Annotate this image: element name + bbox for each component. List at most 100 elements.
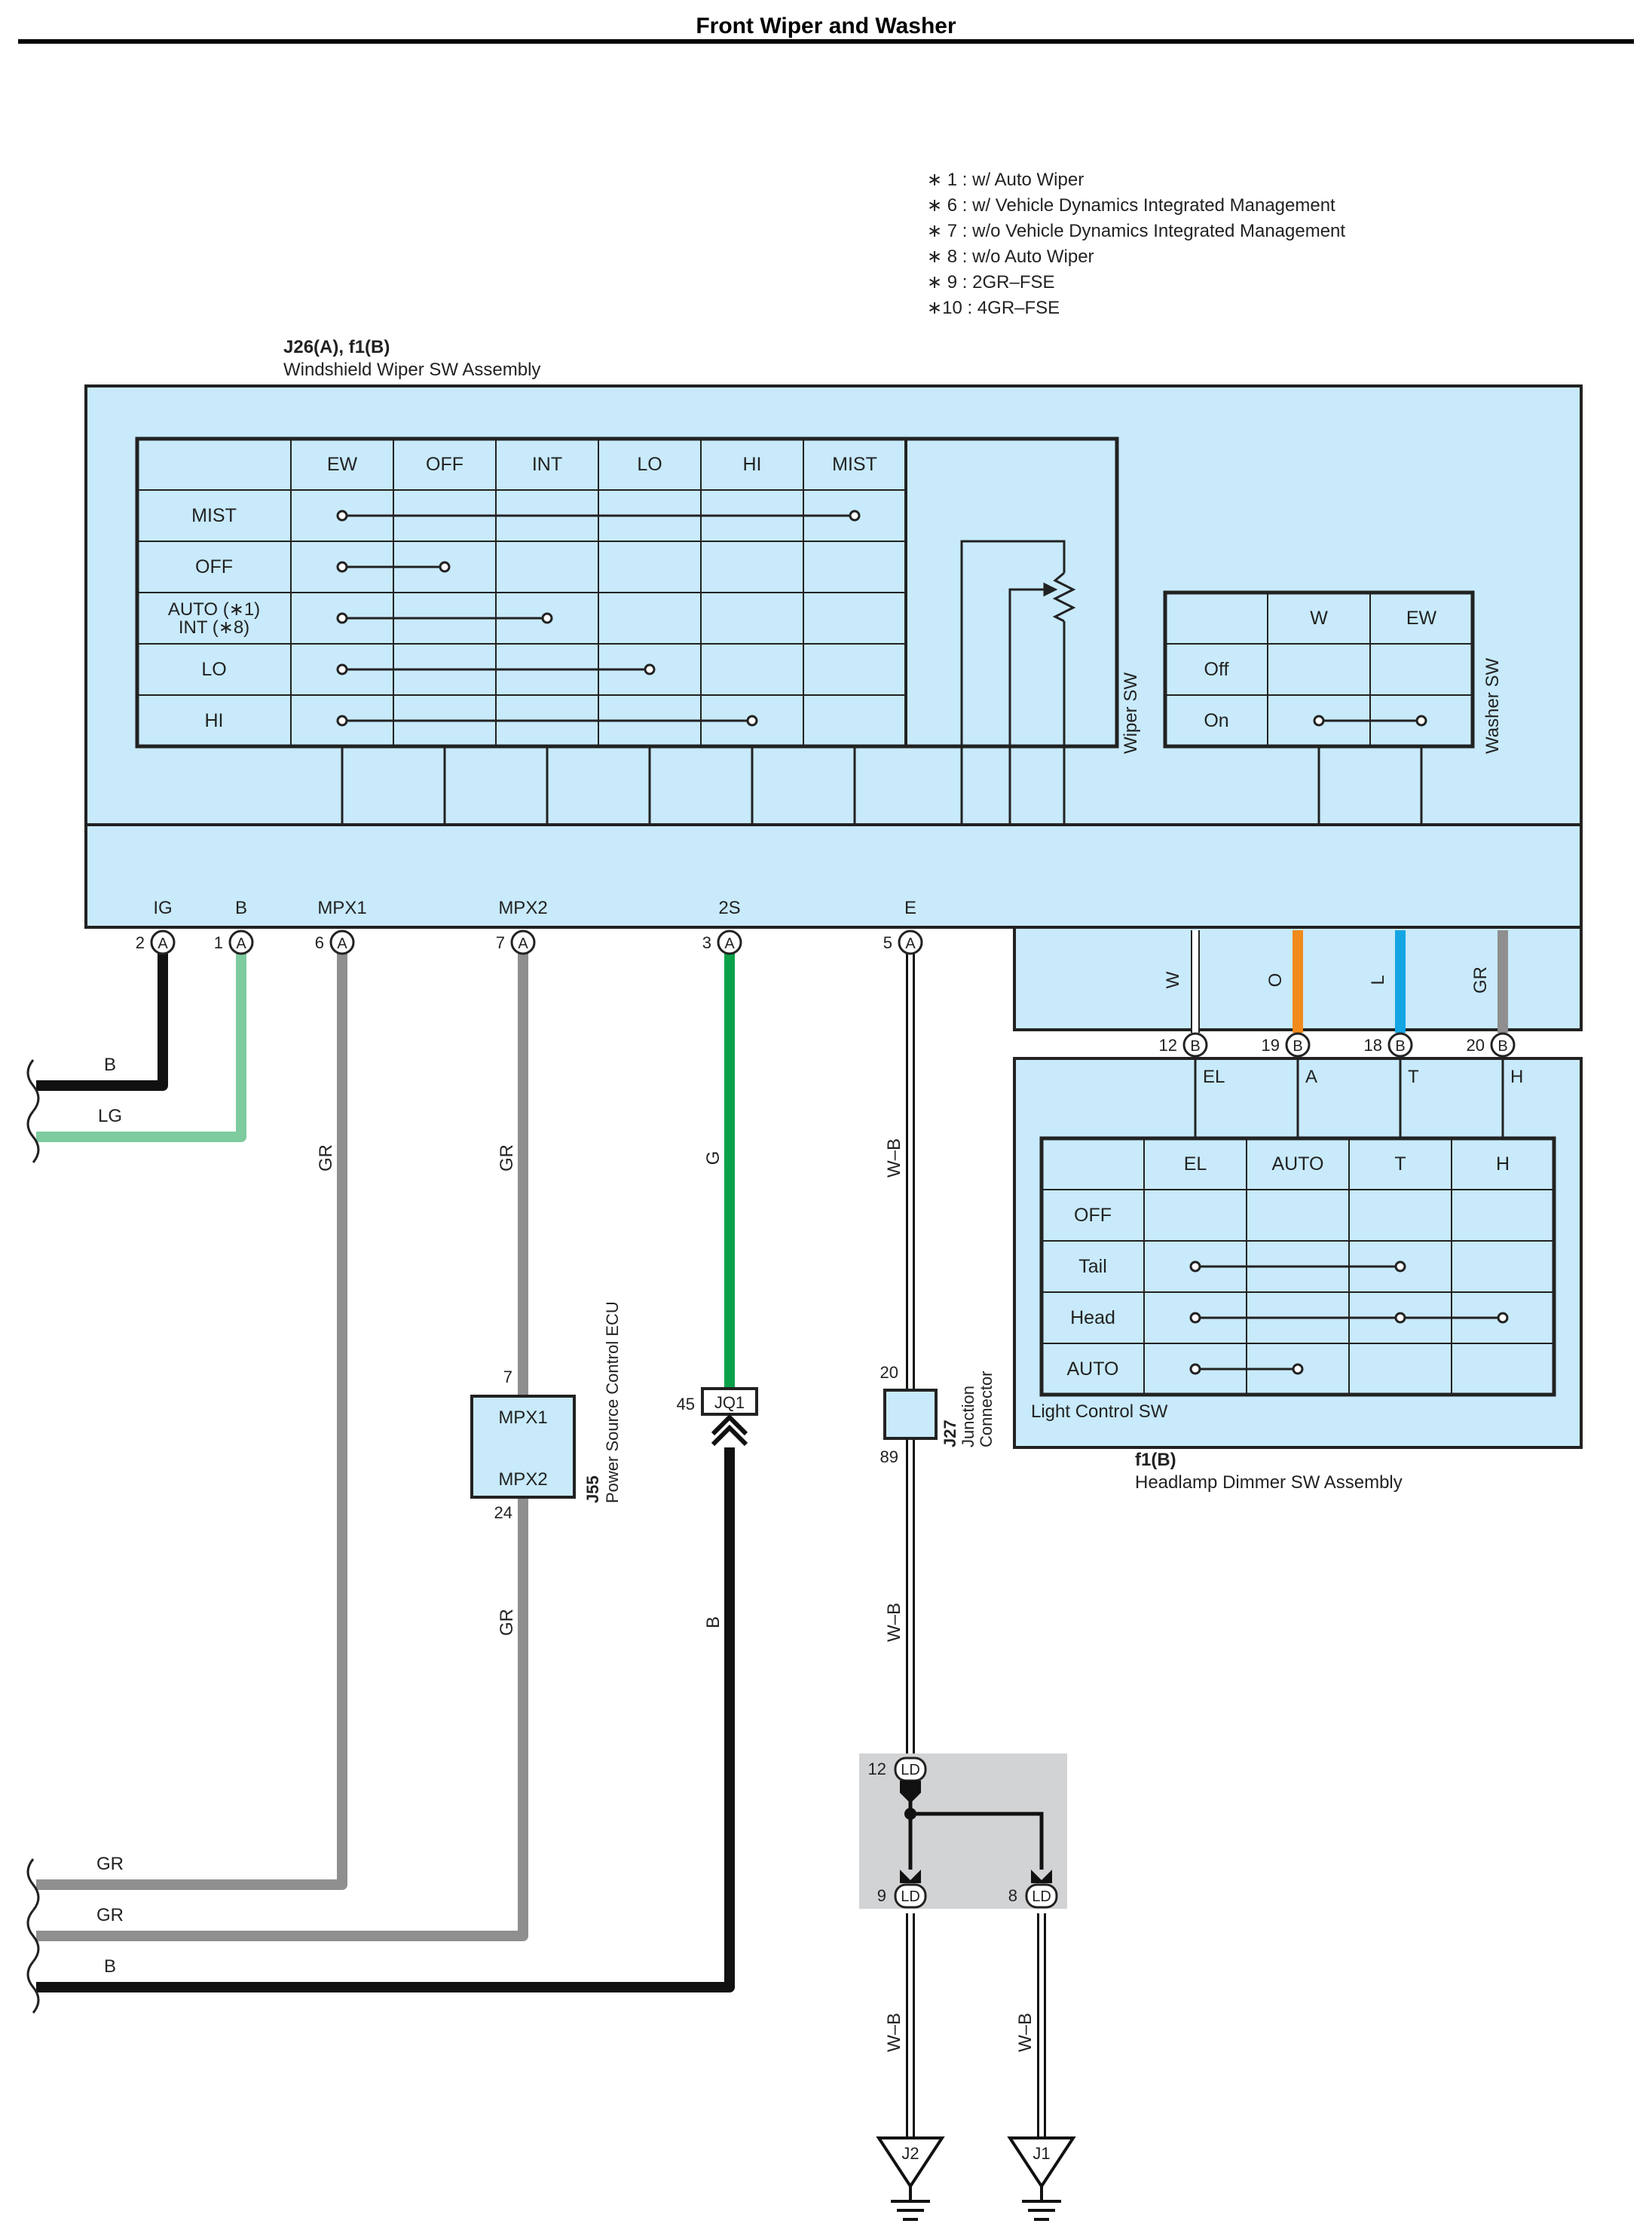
headlamp-connectors: B 12 B 19 B 18 B 20 bbox=[1159, 1032, 1516, 1058]
svg-text:7: 7 bbox=[496, 933, 505, 952]
ld-pin: 8 bbox=[1008, 1886, 1017, 1905]
light-row-header: OFF bbox=[1074, 1205, 1112, 1226]
terminal-name: E bbox=[904, 898, 916, 918]
wire-label: GR bbox=[1470, 966, 1491, 994]
j27-name: Junction bbox=[959, 1386, 977, 1447]
j27-pin: 20 bbox=[880, 1363, 898, 1382]
svg-text:1: 1 bbox=[214, 933, 223, 952]
ground-j2: J2 bbox=[876, 2136, 945, 2221]
wire-b bbox=[36, 953, 246, 1142]
connector-pin: B 12 bbox=[1159, 1032, 1208, 1058]
wiper-col-header: EW bbox=[327, 454, 358, 475]
wiper-col-header: LO bbox=[637, 454, 662, 475]
wiper-sw-label: Wiper SW bbox=[1121, 672, 1141, 754]
j27-code: J27 bbox=[941, 1420, 959, 1447]
terminal-name: MPX1 bbox=[317, 898, 366, 918]
headlamp-pin-names: EL A T H bbox=[1194, 1058, 1523, 1138]
pin-name: H bbox=[1510, 1067, 1523, 1087]
washer-sw-label: Washer SW bbox=[1482, 658, 1503, 754]
light-col-header: H bbox=[1496, 1153, 1510, 1175]
note-item: ∗ 1 : w/ Auto Wiper bbox=[927, 170, 1084, 190]
wiper-row-header: LO bbox=[201, 659, 226, 680]
light-control-sw-label: Light Control SW bbox=[1031, 1401, 1168, 1422]
svg-text:20: 20 bbox=[1467, 1036, 1485, 1055]
jq1-connector: JQ1 45 bbox=[677, 1387, 758, 1447]
wire-mpx2-lower bbox=[36, 1497, 528, 1941]
wire-mpx1 bbox=[36, 953, 347, 1890]
wiper-sw-leads bbox=[341, 746, 856, 825]
light-col-header: AUTO bbox=[1272, 1153, 1324, 1175]
wire-label: O bbox=[1265, 973, 1286, 988]
svg-text:B: B bbox=[1190, 1038, 1200, 1055]
wire-label: B bbox=[104, 1055, 116, 1075]
connector-pin: A 2 bbox=[136, 930, 176, 955]
wire-label: W–B bbox=[884, 2013, 904, 2052]
ecu-code: J55 bbox=[583, 1475, 602, 1503]
connector-pin: A 5 bbox=[883, 930, 923, 955]
connector-pin: A 7 bbox=[496, 930, 536, 955]
ground-j1: J1 bbox=[1007, 2136, 1076, 2221]
wiper-col-header: OFF bbox=[426, 454, 463, 475]
light-col-header: EL bbox=[1184, 1153, 1207, 1175]
page-title: Front Wiper and Washer bbox=[696, 14, 956, 38]
terminal-name: MPX2 bbox=[498, 898, 547, 918]
ecu-pin-number: 24 bbox=[494, 1503, 512, 1522]
wire-label: GR bbox=[316, 1144, 336, 1172]
ld-label: LD bbox=[901, 1762, 920, 1778]
headlamp-assembly-name: Headlamp Dimmer SW Assembly bbox=[1135, 1472, 1403, 1493]
svg-text:A: A bbox=[337, 936, 347, 952]
light-control-sw-table: EL AUTO T H OFF Tail Head AUTO bbox=[1039, 1136, 1556, 1397]
jq1-pin: 45 bbox=[677, 1395, 695, 1414]
wire-label: L bbox=[1368, 975, 1388, 985]
ground-label: J2 bbox=[901, 2144, 919, 2163]
wire-label: GR bbox=[96, 1854, 124, 1874]
svg-text:2: 2 bbox=[136, 933, 145, 952]
headlamp-assembly-code: f1(B) bbox=[1135, 1450, 1176, 1470]
light-row-header: AUTO bbox=[1067, 1358, 1119, 1380]
terminal-name: B bbox=[235, 898, 247, 918]
svg-text:B: B bbox=[1395, 1038, 1405, 1055]
ld-label: LD bbox=[1032, 1888, 1051, 1905]
svg-text:A: A bbox=[518, 936, 528, 952]
wire-label: G bbox=[703, 1151, 724, 1165]
headlamp-wire-labels: W O L GR bbox=[1163, 966, 1491, 994]
note-item: ∗ 9 : 2GR–FSE bbox=[927, 272, 1055, 293]
wire-label: W–B bbox=[1015, 2013, 1036, 2052]
svg-text:B: B bbox=[1293, 1038, 1302, 1055]
wiper-row-header: MIST bbox=[191, 505, 237, 526]
washer-row-header: Off bbox=[1204, 659, 1229, 680]
wiper-row-header: INT (∗8) bbox=[179, 617, 249, 638]
wire-ig bbox=[36, 953, 168, 1091]
wiper-col-header: INT bbox=[532, 454, 562, 475]
light-row-header: Head bbox=[1070, 1307, 1115, 1328]
washer-col-header: EW bbox=[1406, 608, 1437, 629]
ecu-name: Power Source Control ECU bbox=[603, 1301, 622, 1503]
ld-label: LD bbox=[901, 1888, 920, 1905]
power-source-ecu: MPX1 MPX2 7 24 J55 Power Source Control … bbox=[470, 1301, 622, 1522]
wire-label: W–B bbox=[884, 1138, 904, 1178]
ground-label: J1 bbox=[1032, 2144, 1050, 2163]
pin-name: T bbox=[1408, 1067, 1419, 1087]
washer-sw-table: W EW Off On bbox=[1163, 590, 1475, 825]
note-item: ∗ 8 : w/o Auto Wiper bbox=[927, 247, 1094, 267]
note-item: ∗ 7 : w/o Vehicle Dynamics Integrated Ma… bbox=[927, 221, 1345, 241]
wire-label: W–B bbox=[884, 1603, 904, 1642]
wire-label: B bbox=[703, 1616, 724, 1628]
washer-row-header: On bbox=[1204, 710, 1228, 731]
j27-junction-connector: 20 89 J27 Junction Connector bbox=[880, 1363, 996, 1466]
wire-label: GR bbox=[497, 1144, 517, 1172]
connector-pin: A 3 bbox=[702, 930, 742, 955]
ecu-pin-number: 7 bbox=[503, 1368, 512, 1386]
wiper-terminal-names: IG B MPX1 MPX2 2S E bbox=[153, 898, 916, 918]
connector-pin: B 20 bbox=[1467, 1032, 1516, 1058]
connector-pin: B 19 bbox=[1262, 1032, 1311, 1058]
svg-text:A: A bbox=[236, 936, 246, 952]
terminal-name: 2S bbox=[718, 898, 740, 918]
connector-pin: A 1 bbox=[214, 930, 254, 955]
svg-text:A: A bbox=[724, 936, 735, 952]
svg-text:5: 5 bbox=[883, 933, 892, 952]
wire-label: LG bbox=[98, 1106, 122, 1126]
wire-label: GR bbox=[96, 1905, 124, 1925]
j27-name: Connector bbox=[977, 1371, 996, 1447]
